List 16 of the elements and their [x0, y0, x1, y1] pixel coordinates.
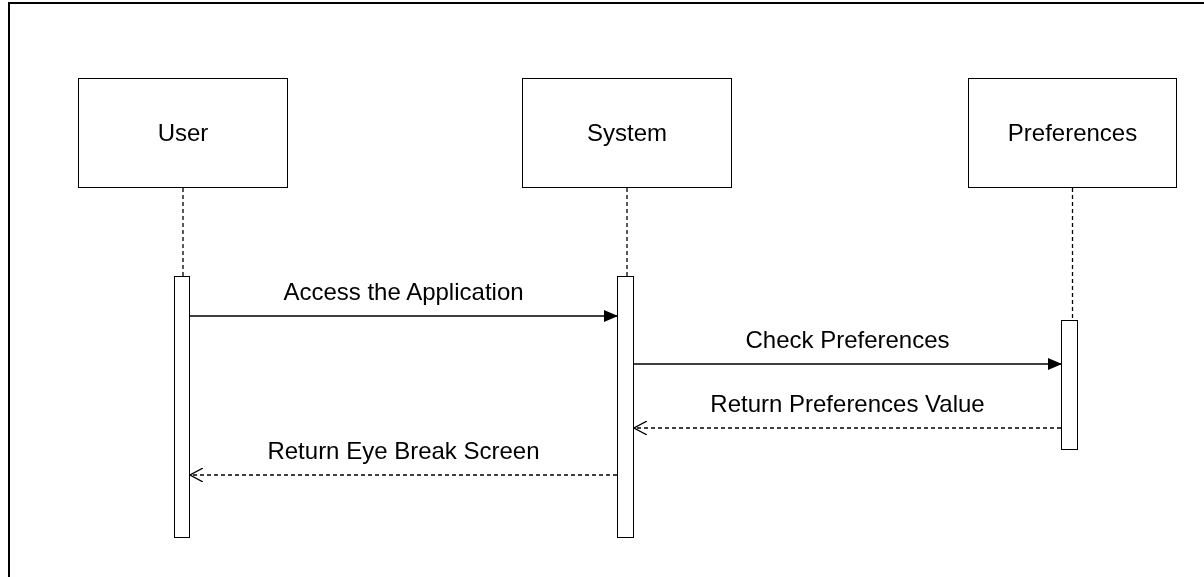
participant-box — [78, 78, 288, 188]
lifeline — [182, 187, 184, 277]
participant-name: System — [587, 119, 667, 147]
activation-bar — [617, 276, 634, 538]
participant-name: User — [157, 119, 209, 147]
lifeline — [1071, 187, 1074, 321]
return-message-arrow — [633, 420, 1062, 436]
participant-box — [522, 78, 732, 188]
activation-bar — [174, 276, 190, 538]
message-arrow — [189, 310, 618, 322]
message-arrow — [633, 358, 1062, 370]
lifeline — [626, 187, 628, 277]
participant-name: Preferences — [1007, 119, 1138, 147]
participant-box — [968, 78, 1177, 188]
return-message-arrow — [189, 467, 618, 483]
activation-bar — [1061, 320, 1078, 450]
